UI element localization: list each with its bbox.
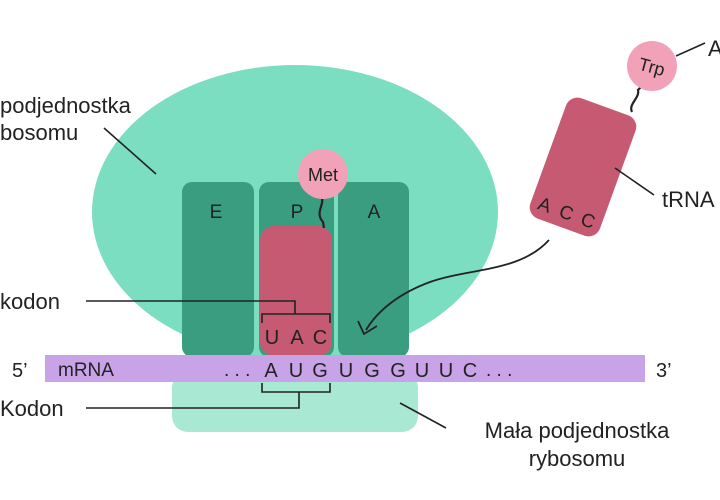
mrna-strand [45, 355, 645, 382]
codon-base-1: A [264, 360, 278, 382]
large-subunit-label-line1: podjednostka [0, 93, 132, 118]
next-base-2: G [364, 360, 380, 382]
incoming-arrow [365, 239, 550, 331]
small-subunit-label-line1: Mała podjednostka [485, 418, 670, 443]
anticodon-pointer [86, 300, 296, 314]
incoming-arrowhead [357, 320, 378, 336]
incoming-trna [529, 97, 637, 237]
small-ribosomal-subunit [172, 372, 418, 432]
small-subunit-pointer [399, 402, 447, 429]
met-amino-acid [298, 149, 348, 199]
amino-acid-label: A [708, 36, 720, 61]
trna-label: tRNA [662, 187, 715, 212]
a-site [338, 182, 409, 357]
mrna-label: mRNA [58, 360, 114, 381]
anticodon-base-2: A [290, 327, 304, 349]
p-site-trna [260, 226, 332, 356]
anticodon-label: kodon [0, 289, 60, 314]
codon-bracket [261, 383, 331, 393]
trp-linker [630, 83, 645, 113]
e-site-label: E [210, 202, 223, 223]
trp-amino-acid [627, 41, 677, 91]
a-site-label: A [368, 202, 381, 223]
e-site [182, 182, 254, 357]
codon-base-2: U [289, 360, 303, 382]
small-subunit-label-line2: rybosomu [529, 446, 626, 471]
codon-label: Kodon [0, 396, 64, 421]
next-base-6: C [463, 360, 477, 382]
mrna-leading-dots: . . . [224, 360, 250, 381]
met-label: Met [308, 165, 338, 185]
anticodon-bracket [261, 313, 331, 323]
p-site-label: P [291, 202, 304, 223]
anticodon-base-3: C [313, 327, 327, 349]
next-base-4: U [415, 360, 429, 382]
incoming-trna-group: A C C [529, 97, 637, 237]
amino-acid-pointer [675, 42, 706, 57]
anticodon-base-1: U [265, 327, 279, 349]
mrna-trailing-dots: . . . [486, 360, 512, 381]
large-subunit-pointer [103, 127, 157, 175]
next-base-3: G [390, 360, 406, 382]
three-prime-label: 3’ [656, 360, 672, 382]
large-subunit-label-line2: bosomu [0, 120, 78, 145]
incoming-anticodon-base-2: C [556, 201, 576, 225]
incoming-anticodon-base-3: C [578, 209, 598, 233]
codon-pointer [86, 392, 300, 409]
next-base-5: U [439, 360, 453, 382]
next-base-1: U [339, 360, 353, 382]
trna-pointer [614, 167, 655, 196]
codon-base-3: G [312, 360, 328, 382]
five-prime-label: 5’ [12, 360, 28, 382]
